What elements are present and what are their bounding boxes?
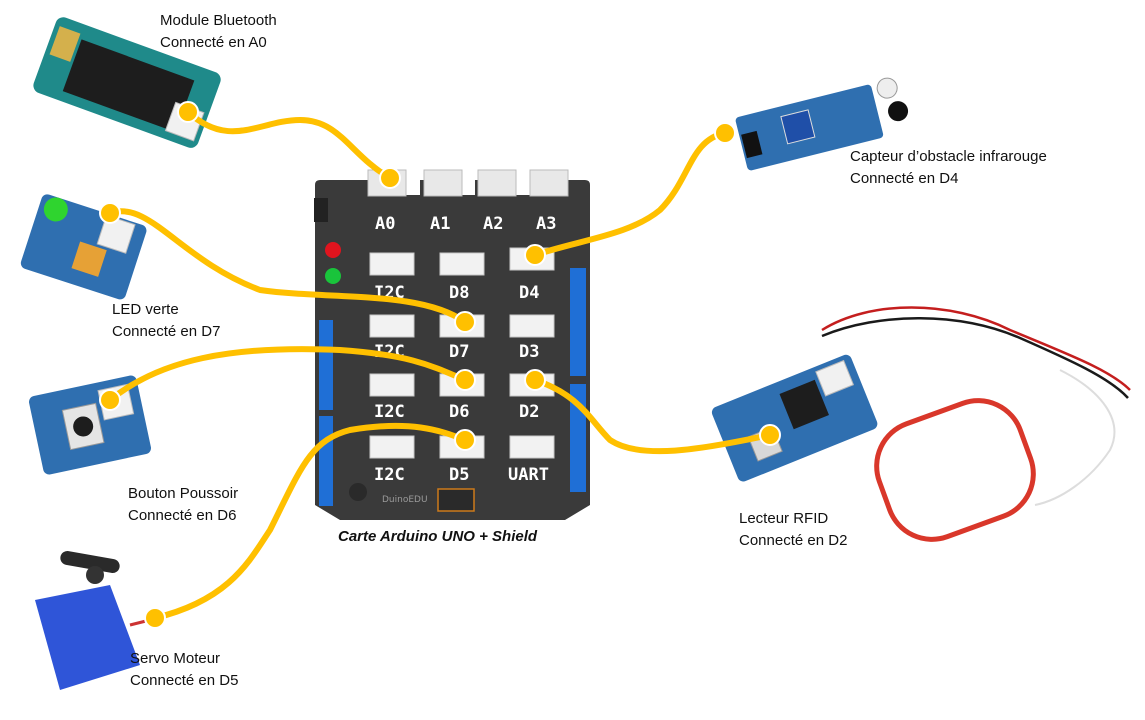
rfid-reader-icon: [711, 354, 878, 482]
endpoint-d2: [524, 369, 546, 391]
header-right-top: [570, 268, 586, 376]
label-led: LED verte Connecté en D7: [112, 299, 220, 343]
module-name-button: Bouton Poussoir: [128, 485, 239, 502]
connector-a1: [423, 169, 463, 197]
label-ir-sensor: Capteur d’obstacle infrarouge Connecté e…: [850, 146, 1047, 190]
icsp-header: [437, 488, 475, 512]
module-connection-ir-sensor: Connecté en D4: [850, 170, 959, 187]
label-servo: Servo Moteur Connecté en D5: [130, 648, 238, 692]
endpoint-led: [99, 202, 121, 224]
connector-a3: [529, 169, 569, 197]
endpoint-bluetooth: [177, 101, 199, 123]
connector-d8: [439, 252, 485, 276]
connector-uart: [509, 435, 555, 459]
endpoint-rfid: [759, 424, 781, 446]
button-module-icon: [29, 375, 151, 475]
analog-connectors: [367, 169, 569, 197]
bluetooth-module-icon: [33, 17, 221, 148]
port-label-d6: D6: [449, 402, 469, 422]
module-connection-led: Connecté en D7: [112, 323, 221, 340]
mounting-hole: [349, 483, 367, 501]
label-rfid: Lecteur RFID Connecté en D2: [739, 508, 847, 552]
endpoint-a0: [379, 167, 401, 189]
port-label-d3: D3: [519, 342, 539, 362]
connector-i2c-2: [369, 314, 415, 338]
endpoint-d6: [454, 369, 476, 391]
brand-label: DuinoEDU: [382, 495, 428, 505]
port-label-d5: D5: [449, 465, 469, 485]
port-label-uart: UART: [508, 465, 549, 485]
rfid-antenna-icon: [821, 306, 1131, 542]
header-left-bottom: [319, 416, 333, 506]
endpoint-servo: [144, 607, 166, 629]
connector-d3: [509, 314, 555, 338]
connector-i2c-4: [369, 435, 415, 459]
endpoint-ir: [714, 122, 736, 144]
wires: [107, 109, 773, 621]
label-button: Bouton Poussoir Connecté en D6: [128, 483, 238, 527]
servo-motor-icon: [35, 551, 159, 690]
label-bluetooth: Module Bluetooth Connecté en A0: [160, 10, 277, 54]
port-label-a2: A2: [483, 214, 503, 234]
module-connection-servo: Connecté en D5: [130, 672, 239, 689]
port-label-a1: A1: [430, 214, 450, 234]
red-led-icon: [325, 242, 341, 258]
port-label-d2: D2: [519, 402, 539, 422]
port-label-a3: A3: [536, 214, 556, 234]
module-connection-rfid: Connecté en D2: [739, 532, 848, 549]
wire-rfid-d2: [532, 377, 773, 455]
endpoint-d4: [524, 244, 546, 266]
port-label-d8: D8: [449, 283, 469, 303]
port-label-d4: D4: [519, 283, 539, 303]
module-connection-button: Connecté en D6: [128, 507, 237, 524]
module-name-bluetooth: Module Bluetooth: [160, 12, 277, 29]
shield-reset-button: [314, 198, 328, 222]
endpoint-d7: [454, 311, 476, 333]
port-label-d7: D7: [449, 342, 469, 362]
wire-ir-d4: [532, 130, 728, 258]
connector-i2c-1: [369, 252, 415, 276]
port-label-i2c-3: I2C: [374, 402, 405, 422]
wire-button-d6: [107, 346, 468, 403]
led-module-icon: [20, 194, 147, 300]
endpoint-d5: [454, 429, 476, 451]
wire-bluetooth-a0: [185, 109, 393, 181]
wire-servo-d5: [152, 422, 468, 621]
arduino-shield: A0 A1 A2 A3 I2C D8 D4 I2C: [314, 169, 590, 520]
module-name-led: LED verte: [112, 301, 179, 318]
ir-sensor-icon: [735, 77, 909, 171]
green-led-icon: [325, 268, 341, 284]
connector-i2c-3: [369, 373, 415, 397]
module-connection-bluetooth: Connecté en A0: [160, 34, 267, 51]
module-name-ir-sensor: Capteur d’obstacle infrarouge: [850, 148, 1047, 165]
module-name-servo: Servo Moteur: [130, 650, 221, 667]
wire-led-d7: [107, 208, 468, 325]
port-label-a0: A0: [375, 214, 395, 234]
wire-endpoints: [99, 101, 781, 629]
port-label-i2c-4: I2C: [374, 465, 405, 485]
module-name-rfid: Lecteur RFID: [739, 510, 829, 527]
connector-a2: [477, 169, 517, 197]
endpoint-button: [99, 389, 121, 411]
header-left-top: [319, 320, 333, 410]
board-caption: Carte Arduino UNO + Shield: [338, 528, 538, 545]
